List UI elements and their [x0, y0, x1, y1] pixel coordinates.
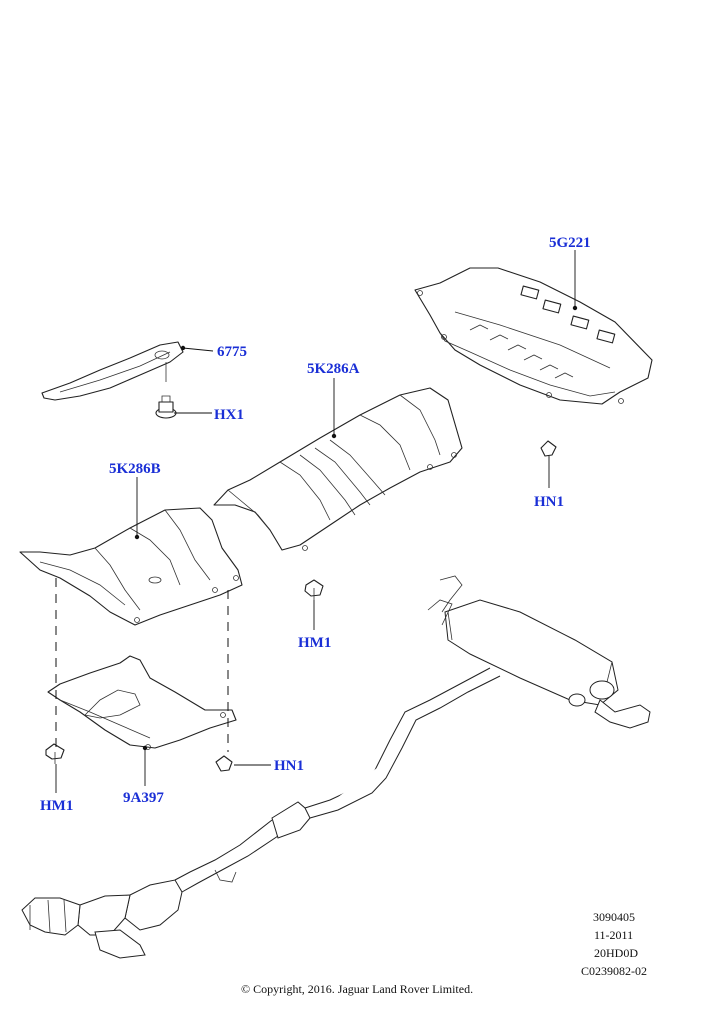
label-5k286a[interactable]: 5K286A	[307, 361, 360, 377]
label-hm1-center[interactable]: HM1	[298, 635, 331, 651]
leader-lines	[55, 250, 578, 793]
heat-shield-5k286b-drawing	[19, 507, 243, 626]
heat-shield-5g221-drawing	[414, 267, 653, 405]
label-hm1-left[interactable]: HM1	[40, 798, 73, 814]
clip-hn1-left-drawing	[215, 755, 233, 772]
clip-hm1-center-drawing	[304, 579, 324, 600]
meta-line-2: 11-2011	[594, 928, 633, 942]
label-hn1-right[interactable]: HN1	[534, 494, 564, 510]
meta-line-1: 3090405	[593, 910, 635, 924]
meta-line-4: C0239082-02	[581, 964, 647, 978]
label-9a397[interactable]: 9A397	[123, 790, 164, 806]
label-6775[interactable]: 6775	[217, 344, 247, 360]
label-5k286b[interactable]: 5K286B	[109, 461, 161, 477]
copyright-text: © Copyright, 2016. Jaguar Land Rover Lim…	[241, 982, 473, 996]
heat-shield-9a397-drawing	[47, 655, 237, 750]
meta-line-3: 20HD0D	[594, 946, 638, 960]
label-hn1-left[interactable]: HN1	[274, 758, 304, 774]
clip-hm1-left-drawing	[45, 743, 65, 764]
heat-shield-5k286a-drawing	[213, 387, 463, 551]
label-hx1[interactable]: HX1	[214, 407, 244, 423]
bolt-hx1-drawing	[155, 395, 177, 419]
bracket-6775-drawing	[41, 341, 184, 401]
label-5g221[interactable]: 5G221	[549, 235, 591, 251]
exhaust-system-drawing	[21, 575, 651, 959]
clip-hn1-right-drawing	[540, 440, 557, 457]
